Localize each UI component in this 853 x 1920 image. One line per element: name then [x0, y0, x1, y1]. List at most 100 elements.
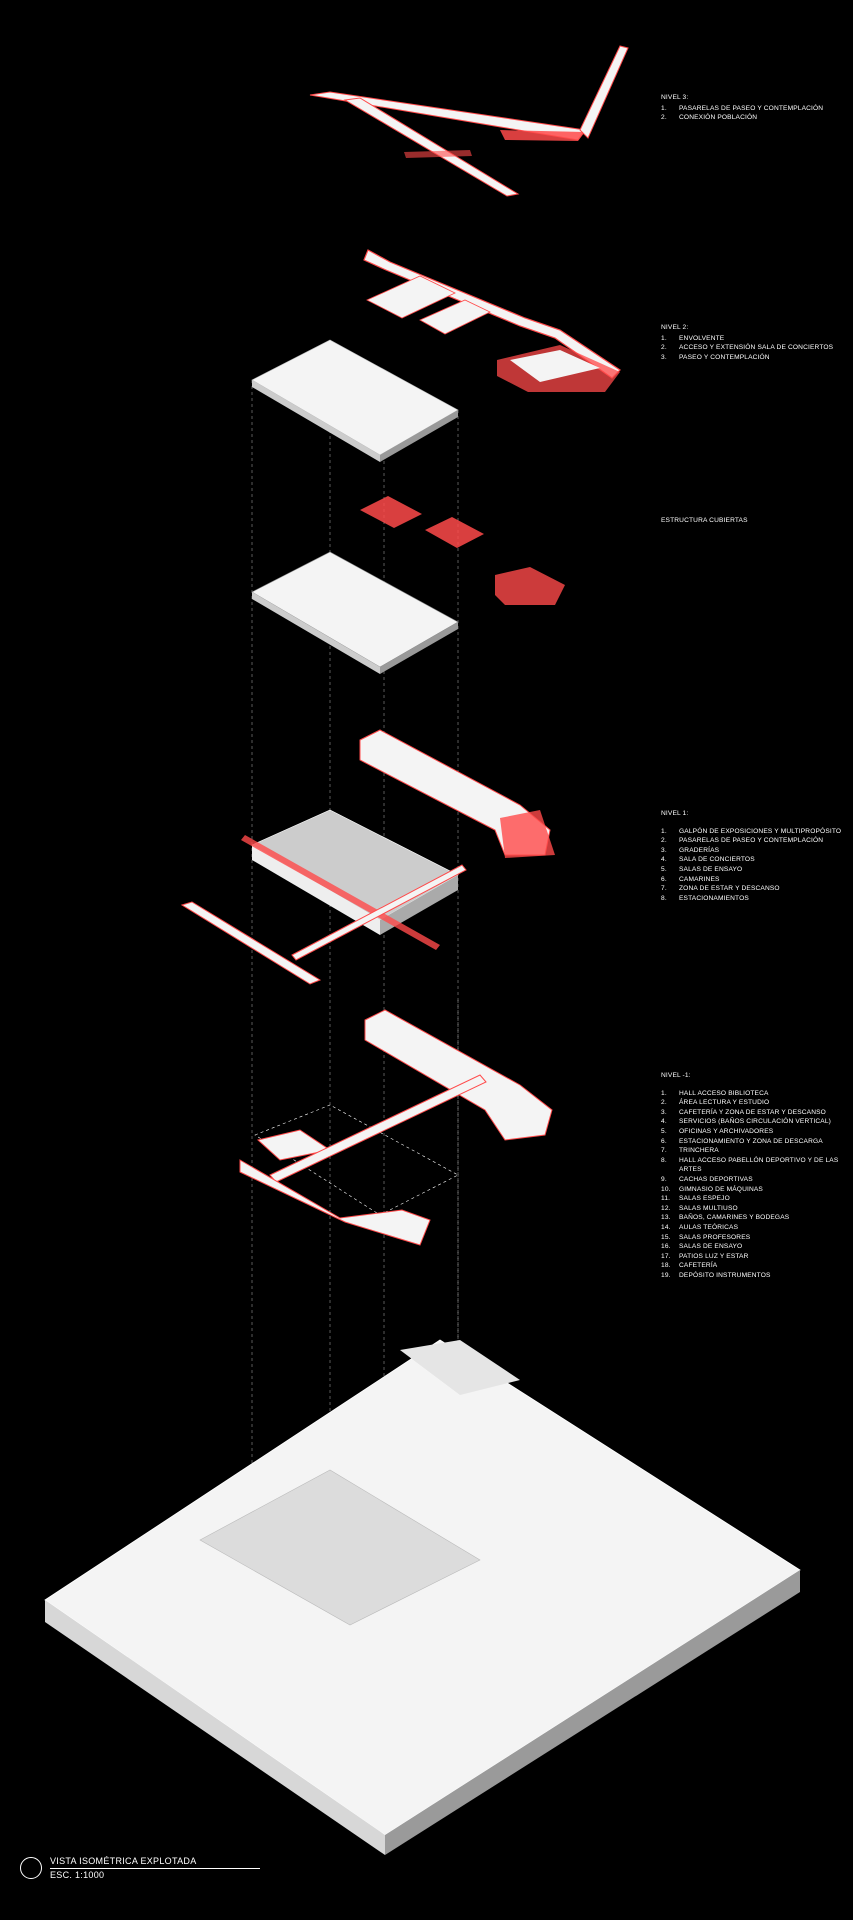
legend-item: 11. SALAS ESPEJO	[661, 1194, 851, 1204]
legend-text: ENVOLVENTE	[679, 334, 725, 342]
legend-nivel-2: NIVEL 2: 1. ENVOLVENTE 2.ACCESO Y EXTENSI…	[661, 323, 851, 362]
legend-num: 14.	[661, 1223, 671, 1231]
legend-num: 7.	[661, 885, 667, 893]
legend-num: 8.	[661, 894, 667, 902]
legend-text: ÁREA LECTURA Y ESTUDIO	[679, 1099, 770, 1107]
legend-list: 1. GALPÓN DE EXPOSICIONES Y MULTIPROPÓSIT…	[661, 827, 851, 904]
legend-item: 13. BAÑOS, CAMARINES Y BODEGAS	[661, 1213, 851, 1223]
legend-item: 5.OFICINAS Y ARCHIVADORES	[661, 1127, 851, 1137]
legend-item: 9. CACHAS DEPORTIVAS	[661, 1175, 851, 1185]
level-minus-1-plan	[239, 1009, 553, 1246]
legend-item: 6.CAMARINES	[661, 875, 851, 885]
legend-num: 3.	[661, 353, 667, 361]
legend-num: 1.	[661, 334, 667, 342]
legend-num: 18.	[661, 1262, 671, 1270]
legend-text: SALAS MULTIUSO	[679, 1204, 738, 1212]
legend-text: ESTACIONAMIENTOS	[679, 894, 749, 902]
legend-text: SALA DE CONCIERTOS	[679, 856, 755, 864]
legend-list: 1.PASARELAS DE PASEO Y CONTEMPLACIÓN 2.C…	[661, 104, 851, 123]
legend-item: 19.DEPÓSITO INSTRUMENTOS	[661, 1271, 851, 1281]
drawing-title: VISTA ISOMÉTRICA EXPLOTADA	[50, 1856, 197, 1866]
legend-item: 2. CONEXIÓN POBLACIÓN	[661, 113, 851, 123]
legend-heading: NIVEL -1:	[661, 1072, 691, 1079]
legend-text: SALAS DE ENSAYO	[679, 865, 743, 873]
legend-text: CONEXIÓN POBLACIÓN	[679, 114, 758, 122]
legend-num: 3.	[661, 1108, 667, 1116]
legend-num: 8.	[661, 1156, 667, 1164]
legend-nivel-menos-1: NIVEL -1: 1. HALL ACCESO BIBLIOTECA 2. ÁRE…	[661, 1071, 851, 1280]
legend-item: 12. SALAS MULTIUSO	[661, 1204, 851, 1214]
legend-item: 15. SALAS PROFESORES	[661, 1233, 851, 1243]
legend-text: HALL ACCESO BIBLIOTECA	[679, 1089, 769, 1097]
legend-text: TRINCHERA	[679, 1147, 719, 1155]
level-2-envelope	[363, 249, 621, 392]
legend-list: 1. ENVOLVENTE 2.ACCESO Y EXTENSIÓN SALA D…	[661, 334, 851, 363]
legend-text: CAFETERÍA Y ZONA DE ESTAR Y DESCANSO	[679, 1108, 826, 1116]
legend-text: CACHAS DEPORTIVAS	[679, 1175, 753, 1183]
legend-text: PATIOS LUZ Y ESTAR	[679, 1252, 749, 1260]
title-divider	[50, 1868, 260, 1869]
legend-heading: NIVEL 2:	[661, 324, 689, 331]
legend-num: 1.	[661, 827, 667, 835]
legend-num: 13.	[661, 1214, 671, 1222]
legend-item: 10. GIMNASIO DE MÁQUINAS	[661, 1185, 851, 1195]
legend-text: SERVICIOS (BAÑOS CIRCULACIÓN VERTICAL)	[679, 1118, 832, 1126]
level-1-plan	[180, 729, 555, 985]
legend-text: HALL ACCESO PABELLÓN DEPORTIVO Y DE LAS …	[679, 1156, 839, 1174]
legend-num: 7.	[661, 1147, 667, 1155]
legend-num: 9.	[661, 1175, 667, 1183]
legend-text: DEPÓSITO INSTRUMENTOS	[679, 1271, 771, 1279]
legend-item: 3. GRADERÍAS	[661, 846, 851, 856]
legend-text: SALAS ESPEJO	[679, 1195, 730, 1203]
legend-text: PASEO Y CONTEMPLACIÓN	[679, 353, 770, 361]
legend-num: 4.	[661, 856, 667, 864]
legend-item: 2.PASARELAS DE PASEO Y CONTEMPLACIÓN	[661, 836, 851, 846]
legend-item: 16.SALAS DE ENSAYO	[661, 1242, 851, 1252]
title-block: VISTA ISOMÉTRICA EXPLOTADA ESC. 1:1000	[20, 1853, 260, 1883]
legend-num: 3.	[661, 846, 667, 854]
legend-item: 14.AULAS TEÓRICAS	[661, 1223, 851, 1233]
legend-num: 15.	[661, 1233, 671, 1241]
legend-num: 12.	[661, 1204, 671, 1212]
legend-text: CAMARINES	[679, 875, 720, 883]
legend-item: 3. PASEO Y CONTEMPLACIÓN	[661, 353, 851, 363]
legend-item: 4. SERVICIOS (BAÑOS CIRCULACIÓN VERTICAL)	[661, 1117, 851, 1127]
legend-num: 4.	[661, 1118, 667, 1126]
circle-icon	[20, 1857, 42, 1879]
legend-nivel-3: NIVEL 3: 1.PASARELAS DE PASEO Y CONTEMPL…	[661, 93, 851, 123]
legend-text: SALAS PROFESORES	[679, 1233, 751, 1241]
legend-text: PASARELAS DE PASEO Y CONTEMPLACIÓN	[679, 837, 824, 845]
legend-text: BAÑOS, CAMARINES Y BODEGAS	[679, 1214, 790, 1222]
site-base-model	[44, 1339, 801, 1855]
legend-num: 10.	[661, 1185, 671, 1193]
legend-num: 11.	[661, 1195, 671, 1203]
legend-text: ZONA DE ESTAR Y DESCANSO	[679, 885, 780, 893]
legend-num: 2.	[661, 1099, 667, 1107]
legend-num: 2.	[661, 114, 667, 122]
legend-num: 1.	[661, 104, 667, 112]
legend-estructura: ESTRUCTURA CUBIERTAS	[661, 516, 851, 527]
legend-item: 1. HALL ACCESO BIBLIOTECA	[661, 1089, 851, 1099]
legend-text: ESTACIONAMIENTO Y ZONA DE DESCARGA	[679, 1137, 823, 1145]
legend-item: 18. CAFETERÍA	[661, 1261, 851, 1271]
legend-item: 2.ACCESO Y EXTENSIÓN SALA DE CONCIERTOS	[661, 343, 851, 353]
roof-structure	[251, 496, 565, 674]
legend-text: SALAS DE ENSAYO	[679, 1243, 743, 1251]
legend-num: 5.	[661, 865, 667, 873]
legend-item: 7. TRINCHERA	[661, 1146, 851, 1156]
legend-num: 2.	[661, 344, 667, 352]
legend-text: GRADERÍAS	[679, 846, 720, 854]
legend-heading: NIVEL 3:	[661, 94, 689, 101]
legend-text: CAFETERÍA	[679, 1262, 718, 1270]
legend-text: GIMNASIO DE MÁQUINAS	[679, 1185, 763, 1193]
legend-item: 6.ESTACIONAMIENTO Y ZONA DE DESCARGA	[661, 1137, 851, 1147]
legend-item: 7. ZONA DE ESTAR Y DESCANSO	[661, 884, 851, 894]
legend-num: 1.	[661, 1089, 667, 1097]
level-3-walkways	[309, 45, 629, 197]
legend-item: 8. ESTACIONAMIENTOS	[661, 894, 851, 904]
legend-item: 17.PATIOS LUZ Y ESTAR	[661, 1252, 851, 1262]
legend-list: 1. HALL ACCESO BIBLIOTECA 2. ÁREA LECTURA …	[661, 1089, 851, 1281]
legend-item: 8. HALL ACCESO PABELLÓN DEPORTIVO Y DE LA…	[661, 1156, 851, 1175]
legend-text: GALPÓN DE EXPOSICIONES Y MULTIPROPÓSITO	[679, 827, 842, 835]
legend-nivel-1: NIVEL 1: 1.GALPÓN DE EXPOSICIONES Y MULT…	[661, 809, 851, 903]
